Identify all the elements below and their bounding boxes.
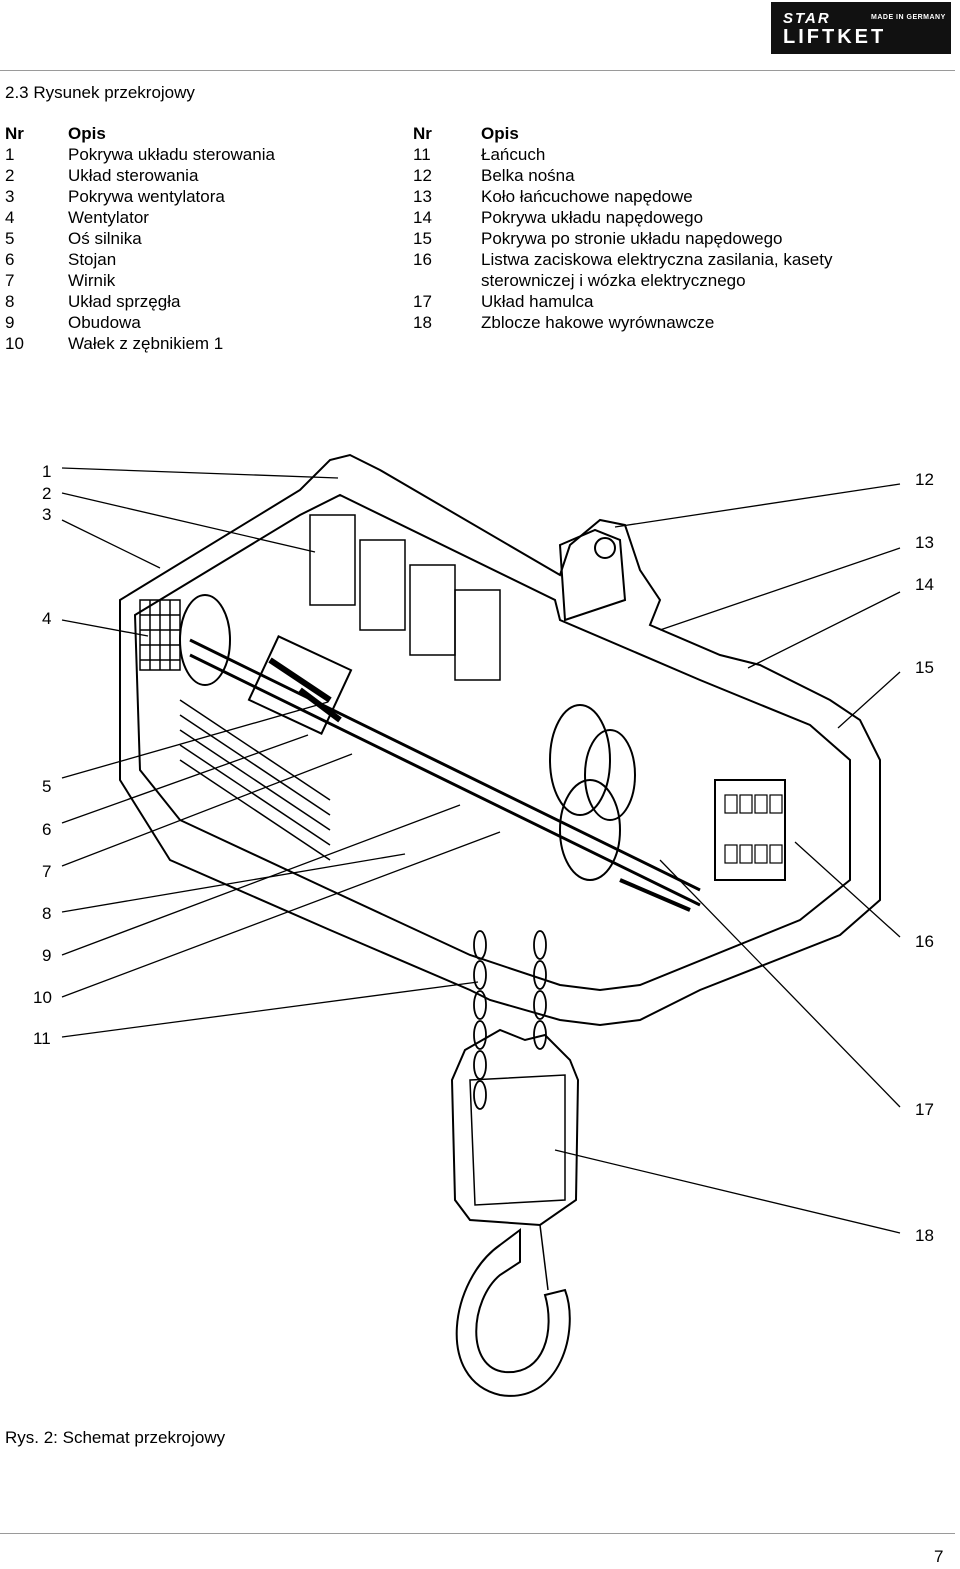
legend-rows-right: 11 Łańcuch 12 Belka nośna 13 Koło łańcuchowe … <box>413 144 832 333</box>
legend-opis: Pokrywa układu sterowania <box>68 145 275 164</box>
legend-opis: Układ sprzęgła <box>68 292 181 311</box>
legend-opis: Układ hamulca <box>481 292 594 311</box>
brand-logo: STAR MADE IN GERMANY LIFTKET <box>771 2 951 54</box>
header-opis: Opis <box>481 124 519 143</box>
legend-opis: Listwa zaciskowa elektryczna zasilania, … <box>481 250 833 269</box>
legend-opis: Wałek z zębnikiem 1 <box>68 334 224 353</box>
top-divider <box>0 70 955 71</box>
logo-brand-bottom: LIFTKET <box>783 26 887 48</box>
legend-opis: Zblocze hakowe wyrównawcze <box>481 313 715 332</box>
legend-header: Nr Opis <box>413 124 832 144</box>
header-nr: Nr <box>413 124 432 143</box>
legend-opis: sterowniczej i wózka elektrycznego <box>481 271 746 290</box>
legend-nr: 11 <box>413 145 431 164</box>
logo-tagline: MADE IN GERMANY <box>871 14 946 21</box>
legend-opis: Koło łańcuchowe napędowe <box>481 187 693 206</box>
callout-18: 18 <box>915 1226 934 1245</box>
legend-row: 16 Listwa zaciskowa elektryczna zasilania… <box>413 249 832 270</box>
legend-nr: 17 <box>413 292 432 311</box>
legend-row: sterowniczej i wózka elektrycznego <box>413 270 832 291</box>
callout-12: 12 <box>915 470 934 489</box>
legend-opis: Wentylator <box>68 208 149 227</box>
legend-opis: Łańcuch <box>481 145 546 164</box>
legend-row: 11 Łańcuch <box>413 144 832 165</box>
legend-nr: 16 <box>413 250 432 269</box>
legend-opis: Pokrywa po stronie układu napędowego <box>481 229 783 248</box>
legend-row: 6 Stojan <box>5 249 275 270</box>
cross-section-drawing <box>61 453 901 1397</box>
legend-opis: Pokrywa układu napędowego <box>481 208 704 227</box>
callout-11: 11 <box>33 1029 51 1048</box>
callout-4: 4 <box>42 609 52 628</box>
callout-14: 14 <box>915 575 934 594</box>
callout-9: 9 <box>42 946 52 965</box>
callout-7: 7 <box>42 862 52 881</box>
legend-row: 9 Obudowa <box>5 312 275 333</box>
legend-row: 4 Wentylator <box>5 207 275 228</box>
legend-row: 15 Pokrywa po stronie układu napędowego <box>413 228 832 249</box>
callout-3: 3 <box>42 505 52 524</box>
bottom-divider <box>0 1533 955 1534</box>
legend-nr: 13 <box>413 187 432 206</box>
legend-nr: 4 <box>5 208 15 227</box>
legend-nr: 7 <box>5 271 15 290</box>
legend-nr: 10 <box>5 334 24 353</box>
legend-row: 12 Belka nośna <box>413 165 832 186</box>
legend-row: 7 Wirnik <box>5 270 275 291</box>
legend-opis: Układ sterowania <box>68 166 199 185</box>
legend-nr: 9 <box>5 313 15 332</box>
legend-nr: 18 <box>413 313 432 332</box>
callout-2: 2 <box>42 484 52 503</box>
legend-nr: 3 <box>5 187 15 206</box>
header-opis: Opis <box>68 124 106 143</box>
legend-nr <box>413 270 481 291</box>
section-title: 2.3 Rysunek przekrojowy <box>5 83 195 102</box>
legend-nr: 6 <box>5 250 15 269</box>
legend-row: 1 Pokrywa układu sterowania <box>5 144 275 165</box>
legend-row: 18 Zblocze hakowe wyrównawcze <box>413 312 832 333</box>
header-nr: Nr <box>5 124 24 143</box>
legend-rows-left: 1 Pokrywa układu sterowania 2 Układ sterowa… <box>5 144 275 354</box>
legend-row: 2 Układ sterowania <box>5 165 275 186</box>
callout-13: 13 <box>915 533 934 552</box>
legend-opis: Stojan <box>68 250 117 269</box>
legend-nr: 12 <box>413 166 432 185</box>
legend-row: 14 Pokrywa układu napędowego <box>413 207 832 228</box>
callout-8: 8 <box>42 904 52 923</box>
callout-5: 5 <box>42 777 52 796</box>
callout-6: 6 <box>42 820 52 839</box>
callout-15: 15 <box>915 658 934 677</box>
legend-row: 8 Układ sprzęgła <box>5 291 275 312</box>
legend-row: 3 Pokrywa wentylatora <box>5 186 275 207</box>
legend-row: 13 Koło łańcuchowe napędowe <box>413 186 832 207</box>
legend-row: 10 Wałek z zębnikiem 1 <box>5 333 275 354</box>
page-number: 7 <box>934 1547 944 1566</box>
legend-opis: Obudowa <box>68 313 141 332</box>
legend-nr: 2 <box>5 166 15 185</box>
legend-nr: 14 <box>413 208 432 227</box>
legend-nr: 15 <box>413 229 432 248</box>
callout-16: 16 <box>915 932 934 951</box>
legend-table-right: Nr Opis 11 Łańcuch 12 Belka nośna 13 Koło łań… <box>413 124 832 333</box>
legend-header: Nr Opis <box>5 124 275 144</box>
legend-nr: 8 <box>5 292 15 311</box>
callout-1: 1 <box>42 462 52 481</box>
legend-opis: Belka nośna <box>481 166 575 185</box>
legend-nr: 5 <box>5 229 15 248</box>
legend-opis: Wirnik <box>68 271 116 290</box>
logo-brand-top: STAR <box>783 10 831 27</box>
figure-caption: Rys. 2: Schemat przekrojowy <box>5 1428 226 1447</box>
callout-17: 17 <box>915 1100 934 1119</box>
callout-10: 10 <box>33 988 52 1007</box>
legend-opis: Pokrywa wentylatora <box>68 187 225 206</box>
legend-opis: Oś silnika <box>68 229 142 248</box>
legend-row: 17 Układ hamulca <box>413 291 832 312</box>
legend-row: 5 Oś silnika <box>5 228 275 249</box>
legend-nr: 1 <box>5 145 15 164</box>
